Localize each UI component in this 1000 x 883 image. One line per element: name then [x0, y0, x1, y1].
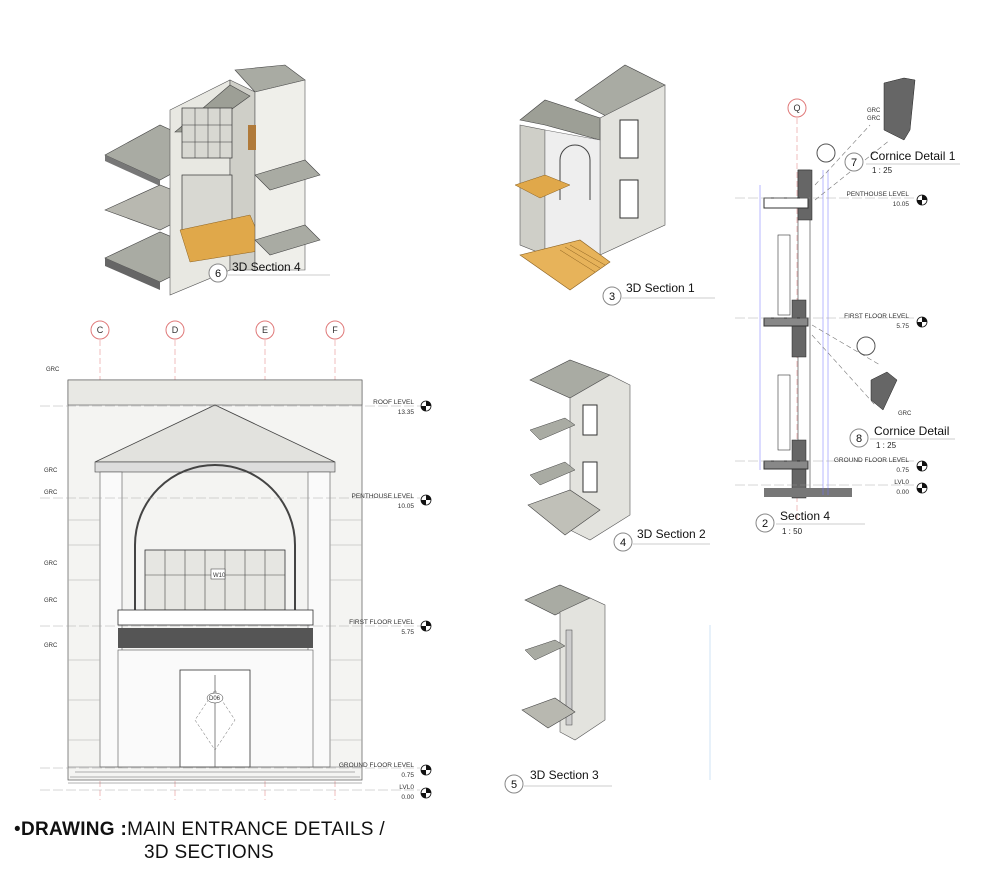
title-line-2: 3D SECTIONS [144, 842, 274, 863]
title-line-1: MAIN ENTRANCE DETAILS / [127, 819, 385, 840]
svg-text:LVL0: LVL0 [894, 479, 909, 486]
svg-text:GRC: GRC [44, 598, 58, 604]
svg-text:1 : 25: 1 : 25 [872, 166, 893, 175]
svg-text:4: 4 [620, 537, 626, 549]
sheet-title: •DRAWING :MAIN ENTRANCE DETAILS / 3D SEC… [14, 818, 385, 864]
svg-text:Q: Q [793, 103, 800, 113]
svg-text:GROUND FLOOR LEVEL: GROUND FLOOR LEVEL [339, 762, 415, 769]
elevation-levels: ROOF LEVEL 13.35 PENTHOUSE LEVEL 10.05 F… [40, 399, 432, 801]
svg-text:D06: D06 [209, 696, 221, 702]
section-4-drawing: GRC GRC GRC [759, 77, 916, 499]
svg-text:Section 4: Section 4 [780, 509, 830, 523]
grc-tags: GRC GRC GRC GRC GRC GRC [44, 367, 60, 649]
svg-text:LVL0: LVL0 [399, 784, 414, 791]
svg-text:FIRST FLOOR LEVEL: FIRST FLOOR LEVEL [349, 619, 414, 626]
svg-text:2: 2 [762, 518, 768, 530]
title-prefix: DRAWING : [20, 819, 128, 840]
view-title-cornice-detail: 8 Cornice Detail 1 : 25 [849, 424, 955, 450]
3d-section-4-drawing [104, 64, 321, 296]
svg-text:GRC: GRC [44, 643, 58, 649]
view-title-3d-section-2: 4 3D Section 2 [613, 527, 710, 552]
view-title-cornice-detail-1: 7 Cornice Detail 1 1 : 25 [844, 149, 960, 175]
svg-text:3D Section 2: 3D Section 2 [637, 527, 706, 541]
svg-text:GRC: GRC [867, 116, 881, 122]
svg-text:0.75: 0.75 [896, 467, 909, 474]
svg-text:10.05: 10.05 [893, 201, 910, 208]
svg-text:0.00: 0.00 [896, 489, 909, 496]
section-4-levels: PENTHOUSE LEVEL 10.05 FIRST FLOOR LEVEL … [735, 191, 928, 496]
svg-text:D: D [172, 325, 179, 335]
entrance-elevation: W10 D06 [67, 379, 363, 784]
svg-text:1 : 25: 1 : 25 [876, 441, 897, 450]
svg-text:W10: W10 [213, 573, 226, 579]
svg-text:5.75: 5.75 [401, 629, 414, 636]
3d-section-1-drawing [514, 64, 666, 291]
svg-text:0.00: 0.00 [401, 794, 414, 801]
grid-bubbles: C D E F [90, 320, 345, 340]
svg-text:3: 3 [609, 291, 615, 303]
svg-text:F: F [332, 325, 338, 335]
view-title-3d-section-4: 6 3D Section 4 [208, 260, 330, 283]
svg-text:GROUND FLOOR LEVEL: GROUND FLOOR LEVEL [834, 457, 910, 464]
view-title-section-4: 2 Section 4 1 : 50 [755, 509, 865, 536]
3d-section-3-drawing [521, 584, 606, 741]
svg-text:1 : 50: 1 : 50 [782, 527, 803, 536]
svg-text:3D Section 3: 3D Section 3 [530, 768, 599, 782]
svg-text:PENTHOUSE LEVEL: PENTHOUSE LEVEL [352, 493, 415, 500]
svg-text:0.75: 0.75 [401, 772, 414, 779]
svg-text:3D Section 1: 3D Section 1 [626, 281, 695, 295]
svg-text:6: 6 [215, 268, 221, 280]
svg-text:E: E [262, 325, 268, 335]
view-title-3d-section-1: 3 3D Section 1 [602, 281, 715, 306]
svg-text:5: 5 [511, 779, 517, 791]
svg-text:GRC: GRC [44, 468, 58, 474]
3d-section-2-drawing [527, 359, 631, 541]
svg-text:GRC: GRC [44, 561, 58, 567]
svg-text:Cornice Detail: Cornice Detail [874, 424, 949, 438]
svg-text:FIRST FLOOR LEVEL: FIRST FLOOR LEVEL [844, 313, 909, 320]
svg-text:PENTHOUSE LEVEL: PENTHOUSE LEVEL [847, 191, 910, 198]
view-title-3d-section-3: 5 3D Section 3 [504, 768, 612, 794]
svg-text:ROOF LEVEL: ROOF LEVEL [373, 399, 414, 406]
title-bullet: • [14, 819, 21, 840]
svg-text:5.75: 5.75 [896, 323, 909, 330]
svg-text:C: C [97, 325, 104, 335]
svg-text:Cornice Detail 1: Cornice Detail 1 [870, 149, 956, 163]
svg-text:7: 7 [851, 157, 857, 169]
svg-text:GRC: GRC [44, 490, 58, 496]
svg-text:GRC: GRC [867, 108, 881, 114]
svg-text:GRC: GRC [898, 411, 912, 417]
svg-text:GRC: GRC [46, 367, 60, 373]
svg-text:3D Section 4: 3D Section 4 [232, 260, 301, 274]
svg-text:13.35: 13.35 [398, 409, 415, 416]
svg-text:10.05: 10.05 [398, 503, 415, 510]
svg-text:8: 8 [856, 433, 862, 445]
